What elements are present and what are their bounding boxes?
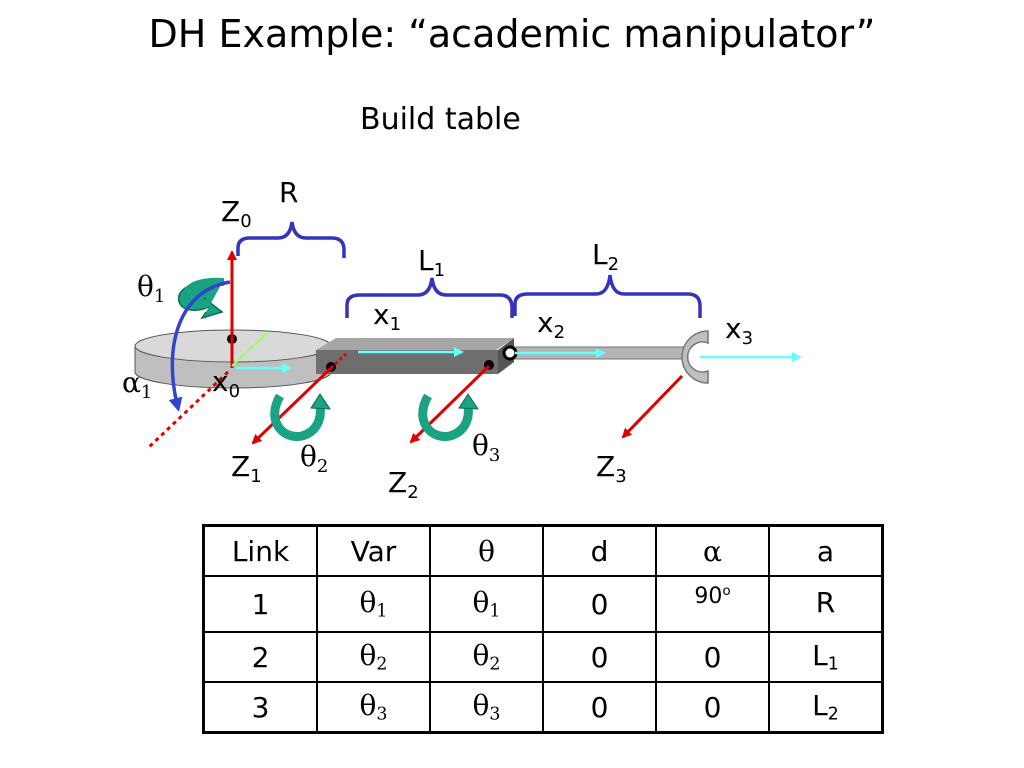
cell-theta: θ2 <box>429 631 544 683</box>
subtitle: Build table <box>360 102 521 137</box>
label-l1: L1 <box>418 244 445 281</box>
cell-var: θ2 <box>316 631 431 683</box>
label-theta2: θ2 <box>300 440 328 477</box>
label-r: R <box>279 176 298 209</box>
label-x1: x1 <box>373 298 401 335</box>
header-var: Var <box>316 524 431 577</box>
dh-parameter-table: Link Var θ d α a 1 θ1 θ1 0 90o R 2 θ2 θ2… <box>202 524 884 734</box>
header-a: a <box>768 524 884 577</box>
label-z3: Z3 <box>596 450 627 487</box>
label-l2: L2 <box>592 238 619 275</box>
cell-d: 0 <box>542 631 657 683</box>
joint-link-end <box>502 345 518 361</box>
cell-a: L2 <box>768 681 884 734</box>
manipulator-diagram: Z0 R L1 L2 x1 x2 x3 x0 θ1 α1 θ2 θ3 Z1 Z2… <box>122 176 802 503</box>
cell-link: 3 <box>202 681 318 734</box>
gripper <box>681 330 709 384</box>
bracket-l1 <box>345 277 514 318</box>
cell-var: θ3 <box>316 681 431 734</box>
label-theta3: θ3 <box>472 429 500 466</box>
cell-var: θ1 <box>316 575 431 633</box>
cell-a: L1 <box>768 631 884 683</box>
label-theta1: θ1 <box>137 270 165 307</box>
header-link: Link <box>202 524 318 577</box>
cell-d: 0 <box>542 681 657 734</box>
cell-d: 0 <box>542 575 657 633</box>
y0-axis <box>231 331 269 367</box>
cell-theta: θ1 <box>429 575 544 633</box>
cell-theta: θ3 <box>429 681 544 734</box>
cell-alpha: 90o <box>655 575 770 633</box>
table-row: 1 θ1 θ1 0 90o R <box>202 575 884 633</box>
cell-alpha: 0 <box>655 681 770 734</box>
table-row: 2 θ2 θ2 0 0 L1 <box>202 631 884 683</box>
theta2-rotation-arrow <box>270 393 331 441</box>
cell-alpha: 0 <box>655 631 770 683</box>
header-d: d <box>542 524 657 577</box>
label-z2: Z2 <box>388 466 419 503</box>
cell-link: 2 <box>202 631 318 683</box>
alpha-axis-dotted <box>146 370 230 450</box>
theta3-rotation-arrow <box>418 393 479 441</box>
label-z0: Z0 <box>221 195 252 232</box>
table-header-row: Link Var θ d α a <box>202 524 884 577</box>
bracket-r <box>236 221 346 258</box>
header-alpha: α <box>655 524 770 577</box>
page-title: DH Example: “academic manipulator” <box>148 12 876 56</box>
header-theta: θ <box>429 524 544 577</box>
cell-a: R <box>768 575 884 633</box>
theta1-rotation-arrow <box>177 277 225 320</box>
label-x3: x3 <box>725 312 753 349</box>
label-x2: x2 <box>537 306 565 343</box>
alpha1-rotation-arrow <box>168 280 231 412</box>
z1-axis <box>251 366 333 445</box>
z3-axis <box>621 374 684 439</box>
table-row: 3 θ3 θ3 0 0 L2 <box>202 681 884 734</box>
bracket-l2 <box>513 274 702 318</box>
label-alpha1: α1 <box>122 366 152 403</box>
label-x0: x0 <box>212 365 240 402</box>
cell-link: 1 <box>202 575 318 633</box>
label-z1: Z1 <box>231 450 262 487</box>
